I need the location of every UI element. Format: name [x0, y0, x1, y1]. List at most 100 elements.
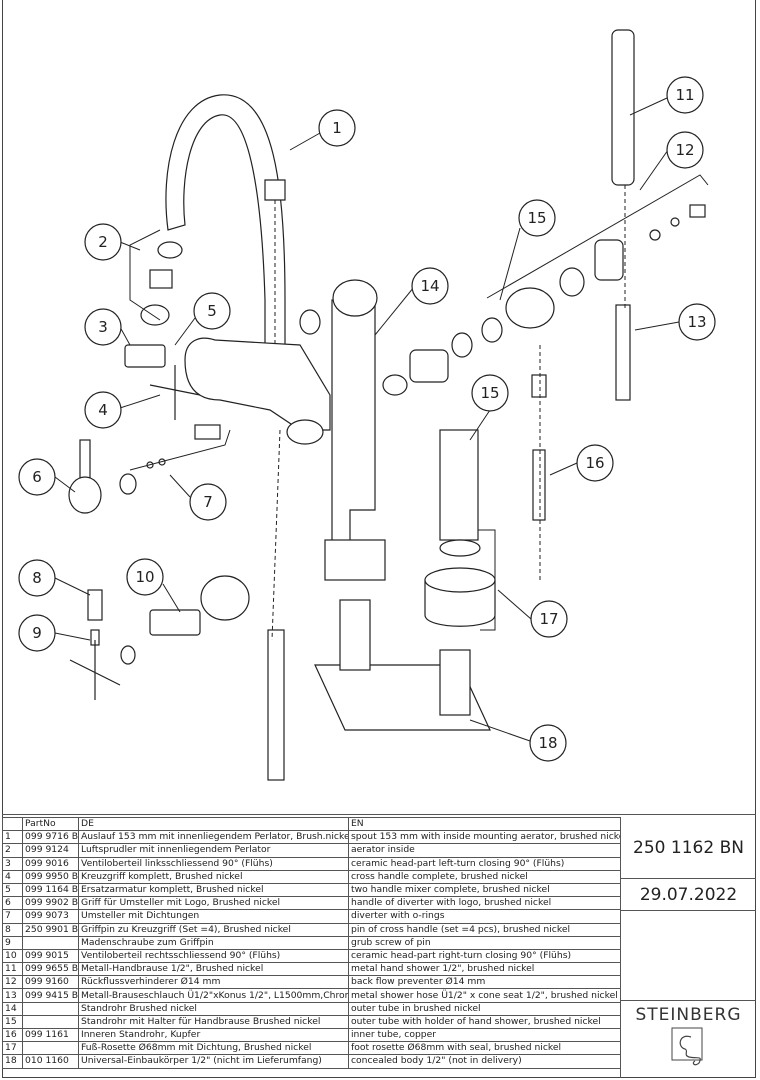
item-number: 4 [2, 869, 23, 884]
part-number: 099 1164 BN [22, 882, 79, 898]
description-de: Fuß-Rosette Ø68mm mit Dichtung, Brushed … [78, 1041, 349, 1056]
svg-text:2: 2 [98, 233, 108, 251]
part-number: 010 1160 [22, 1054, 79, 1069]
callout-7: 7 [189, 483, 227, 521]
mixer-body [184, 337, 331, 431]
svg-text:12: 12 [675, 141, 694, 159]
item-number: 10 [2, 948, 23, 964]
item-number: 12 [2, 975, 23, 990]
description-en: diverter with o-rings [348, 909, 621, 924]
description-de: Ventiloberteil rechtsschliessend 90° (Fl… [78, 948, 349, 964]
description-en: outer tube in brushed nickel [348, 1001, 621, 1016]
description-en: aerator inside [348, 843, 621, 858]
item-number: 14 [2, 1001, 23, 1016]
brand-block: STEINBERG [620, 1001, 756, 1078]
description-en: foot rosette Ø68mm with seal, brushed ni… [348, 1041, 621, 1056]
callout-15-lower: 15 [471, 374, 509, 412]
part-number: PartNo [22, 816, 79, 832]
part-number: 099 9073 [22, 909, 79, 924]
svg-text:18: 18 [538, 734, 557, 752]
description-de: Auslauf 153 mm mit innenliegendem Perlat… [78, 830, 349, 845]
description-en: concealed body 1/2" (not in delivery) [348, 1054, 621, 1069]
description-de: Standrohr Brushed nickel [78, 1001, 349, 1016]
description-en: ceramic head-part left-turn closing 90° … [348, 856, 621, 871]
callout-2: 2 [84, 223, 122, 261]
callout-3: 3 [84, 308, 122, 346]
blank-cell [620, 911, 756, 1001]
svg-text:3: 3 [98, 318, 108, 336]
item-number: 5 [2, 882, 23, 898]
svg-text:11: 11 [675, 86, 694, 104]
svg-text:15: 15 [527, 209, 546, 227]
svg-text:15: 15 [480, 384, 499, 402]
description-de: Standrohr mit Halter für Handbrause Brus… [78, 1014, 349, 1030]
item-number: 7 [2, 909, 23, 924]
description-de: Ersatzarmatur komplett, Brushed nickel [78, 882, 349, 898]
description-en: metal shower hose Ü1/2" x cone seat 1/2"… [348, 988, 621, 1003]
item-number: 16 [2, 1027, 23, 1043]
svg-text:17: 17 [539, 610, 558, 628]
callout-11: 11 [666, 76, 704, 114]
description-de: Metall-Brauseschlauch Ü1/2"xKonus 1/2", … [78, 988, 349, 1003]
part-number: 099 9124 [22, 843, 79, 858]
svg-text:16: 16 [585, 454, 604, 472]
description-en: spout 153 mm with inside mounting aerato… [348, 830, 621, 845]
description-en: handle of diverter with logo, brushed ni… [348, 896, 621, 911]
description-en: back flow preventer Ø14 mm [348, 975, 621, 990]
svg-text:10: 10 [135, 568, 154, 586]
description-en: cross handle complete, brushed nickel [348, 869, 621, 884]
description-en: EN [348, 816, 621, 832]
description-de: Luftsprudler mit innenliegendem Perlator [78, 843, 349, 858]
part-number [22, 1014, 79, 1030]
svg-text:9: 9 [32, 624, 42, 642]
item-number: 9 [2, 935, 23, 950]
callout-5: 5 [193, 292, 231, 330]
part-number [22, 1041, 79, 1056]
table-top-border [2, 814, 756, 815]
brand-logo-icon [671, 1027, 702, 1066]
item-number: 1 [2, 830, 23, 845]
description-en: inner tube, copper [348, 1027, 621, 1043]
svg-text:8: 8 [32, 569, 42, 587]
description-de: Griffpin zu Kreuzgriff (Set =4), Brushed… [78, 922, 349, 937]
part-number [22, 935, 79, 950]
part-number: 099 9950 BN [22, 869, 79, 884]
description-de: DE [78, 816, 349, 832]
callout-18: 18 [529, 724, 567, 762]
description-en: ceramic head-part right-turn closing 90°… [348, 948, 621, 964]
description-de: Kreuzgriff komplett, Brushed nickel [78, 869, 349, 884]
description-en: grub screw of pin [348, 935, 621, 950]
part-number: 099 9160 [22, 975, 79, 990]
callout-4: 4 [84, 391, 122, 429]
shower-hose [615, 304, 631, 401]
description-en: outer tube with holder of hand shower, b… [348, 1014, 621, 1030]
product-number: 250 1162 BN [620, 817, 756, 879]
callout-15-upper: 15 [518, 199, 556, 237]
item-number: 3 [2, 856, 23, 871]
callout-1: 1 [318, 109, 356, 147]
pillar [331, 299, 376, 561]
description-en: pin of cross handle (set =4 pcs), brushe… [348, 922, 621, 937]
callout-10: 10 [126, 558, 164, 596]
part-number [22, 1001, 79, 1016]
description-en: two handle mixer complete, brushed nicke… [348, 882, 621, 898]
description-de: Umsteller mit Dichtungen [78, 909, 349, 924]
description-de: Metall-Handbrause 1/2", Brushed nickel [78, 962, 349, 977]
svg-text:4: 4 [98, 401, 108, 419]
